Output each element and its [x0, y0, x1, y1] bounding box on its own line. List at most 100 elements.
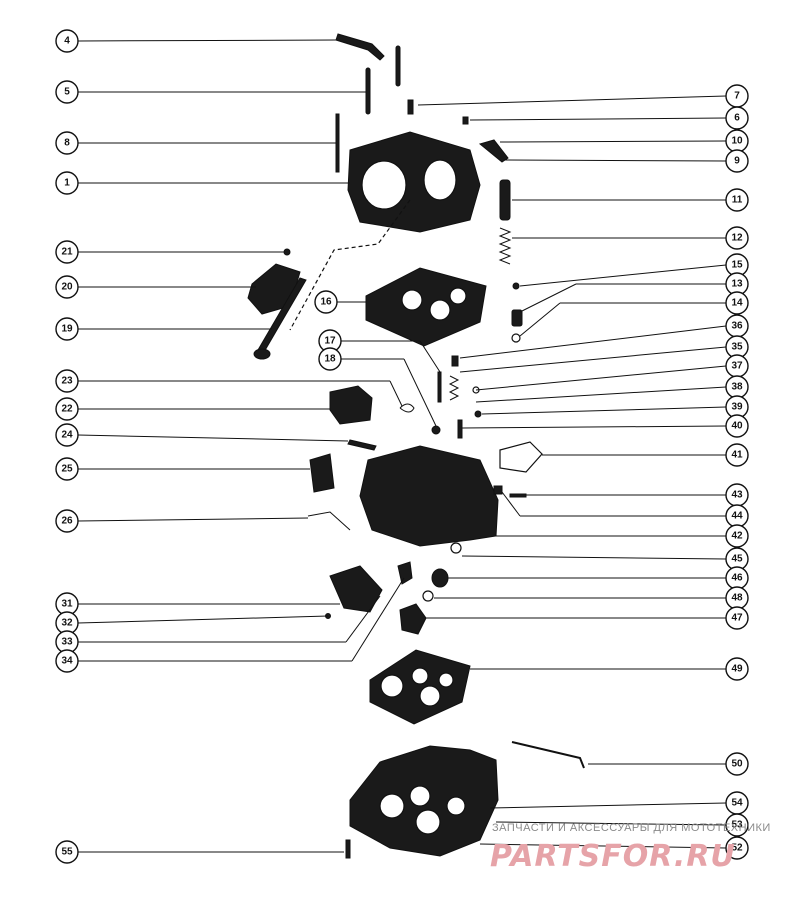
callout-46: 46	[725, 566, 749, 590]
throttle-bore	[379, 793, 405, 819]
base-gasket-hole-3	[419, 685, 441, 707]
svg-text:9: 9	[734, 156, 740, 167]
callout-44: 44	[725, 504, 749, 528]
callout-42: 42	[725, 524, 749, 548]
choke-rod-part	[335, 33, 385, 61]
leader-lines	[77, 39, 727, 853]
callout-19: 19	[55, 317, 79, 341]
callout-48: 48	[725, 586, 749, 610]
gasket-part	[365, 267, 487, 347]
svg-text:37: 37	[731, 361, 743, 372]
plug-part	[431, 425, 441, 435]
callout-40: 40	[725, 414, 749, 438]
callout-7: 7	[725, 84, 749, 108]
base-gasket-hole	[380, 674, 404, 698]
throttle-bore-2	[409, 785, 431, 807]
svg-text:12: 12	[731, 233, 743, 244]
callout-52: 52	[725, 836, 749, 860]
svg-text:10: 10	[731, 136, 743, 147]
base-gasket-hole-2	[411, 667, 429, 685]
watermark-brand: PARTSFOR.RU	[490, 839, 736, 874]
callout-25: 25	[55, 457, 79, 481]
svg-text:25: 25	[61, 464, 73, 475]
svg-text:41: 41	[731, 450, 743, 461]
svg-text:52: 52	[731, 843, 743, 854]
callout-50: 50	[725, 752, 749, 776]
svg-text:18: 18	[324, 354, 336, 365]
long-screw-part	[335, 113, 340, 173]
svg-text:1: 1	[64, 178, 70, 189]
pin-part-3	[437, 371, 442, 403]
gasket-hole-3	[449, 287, 467, 305]
callout-49: 49	[725, 657, 749, 681]
callout-1: 1	[55, 171, 79, 195]
ring-part-2	[450, 542, 462, 554]
svg-text:4: 4	[64, 36, 70, 47]
callout-21: 21	[55, 240, 79, 264]
callout-20: 20	[55, 275, 79, 299]
callout-36: 36	[725, 314, 749, 338]
spring-part-2	[448, 375, 460, 401]
svg-text:7: 7	[734, 91, 740, 102]
callout-24: 24	[55, 423, 79, 447]
tiny-screw-part	[462, 116, 469, 125]
fast-idle-rod-part	[307, 511, 351, 531]
gasket-hole-2	[429, 299, 451, 321]
svg-text:21: 21	[61, 247, 73, 258]
svg-text:44: 44	[731, 511, 743, 522]
svg-text:31: 31	[61, 599, 73, 610]
pump-lever-part	[499, 441, 543, 473]
callout-37: 37	[725, 354, 749, 378]
hose-part	[397, 561, 413, 585]
svg-text:23: 23	[61, 376, 73, 387]
svg-text:46: 46	[731, 573, 743, 584]
bolt-part	[345, 839, 351, 859]
svg-text:13: 13	[731, 279, 743, 290]
spring-seat-part	[493, 485, 503, 495]
svg-text:36: 36	[731, 321, 743, 332]
svg-text:19: 19	[61, 324, 73, 335]
pump-part	[457, 419, 463, 439]
svg-text:34: 34	[61, 656, 73, 667]
svg-text:40: 40	[731, 421, 743, 432]
svg-text:11: 11	[732, 195, 743, 206]
plunger-part	[499, 179, 511, 221]
callouts: 4 5 8 1 21 20 19 23 22 24 25 26 31 32 33…	[55, 29, 749, 864]
callout-38: 38	[725, 375, 749, 399]
throttle-bore-4	[446, 796, 466, 816]
callout-12: 12	[725, 226, 749, 250]
throttle-bore-3	[415, 809, 441, 835]
svg-text:35: 35	[731, 342, 743, 353]
throttle-rod-part	[511, 741, 585, 769]
callout-18: 18	[318, 347, 342, 371]
callout-47: 47	[725, 606, 749, 630]
bracket-part	[329, 385, 373, 425]
svg-text:24: 24	[61, 430, 73, 441]
svg-text:6: 6	[734, 113, 740, 124]
pin-part	[365, 67, 371, 115]
svg-text:33: 33	[61, 637, 73, 648]
needle-part	[451, 355, 459, 367]
callout-41: 41	[725, 443, 749, 467]
pin-part-2	[395, 45, 401, 87]
parts-artwork	[247, 33, 585, 859]
clip-part	[399, 403, 415, 413]
gasket-ring-part	[422, 590, 434, 602]
svg-text:55: 55	[61, 847, 73, 858]
svg-text:15: 15	[731, 260, 743, 271]
svg-text:50: 50	[731, 759, 743, 770]
svg-text:42: 42	[731, 531, 743, 542]
base-gasket-part	[369, 649, 471, 725]
spring-part	[498, 227, 512, 265]
callout-9: 9	[725, 149, 749, 173]
callout-4: 4	[55, 29, 79, 53]
plate-part	[247, 263, 301, 315]
screw-part	[283, 248, 291, 256]
callout-23: 23	[55, 369, 79, 393]
ring-part	[511, 333, 521, 343]
callout-55: 55	[55, 840, 79, 864]
svg-text:53: 53	[731, 820, 743, 831]
svg-text:22: 22	[61, 404, 73, 415]
cover-plate-part	[309, 453, 335, 493]
